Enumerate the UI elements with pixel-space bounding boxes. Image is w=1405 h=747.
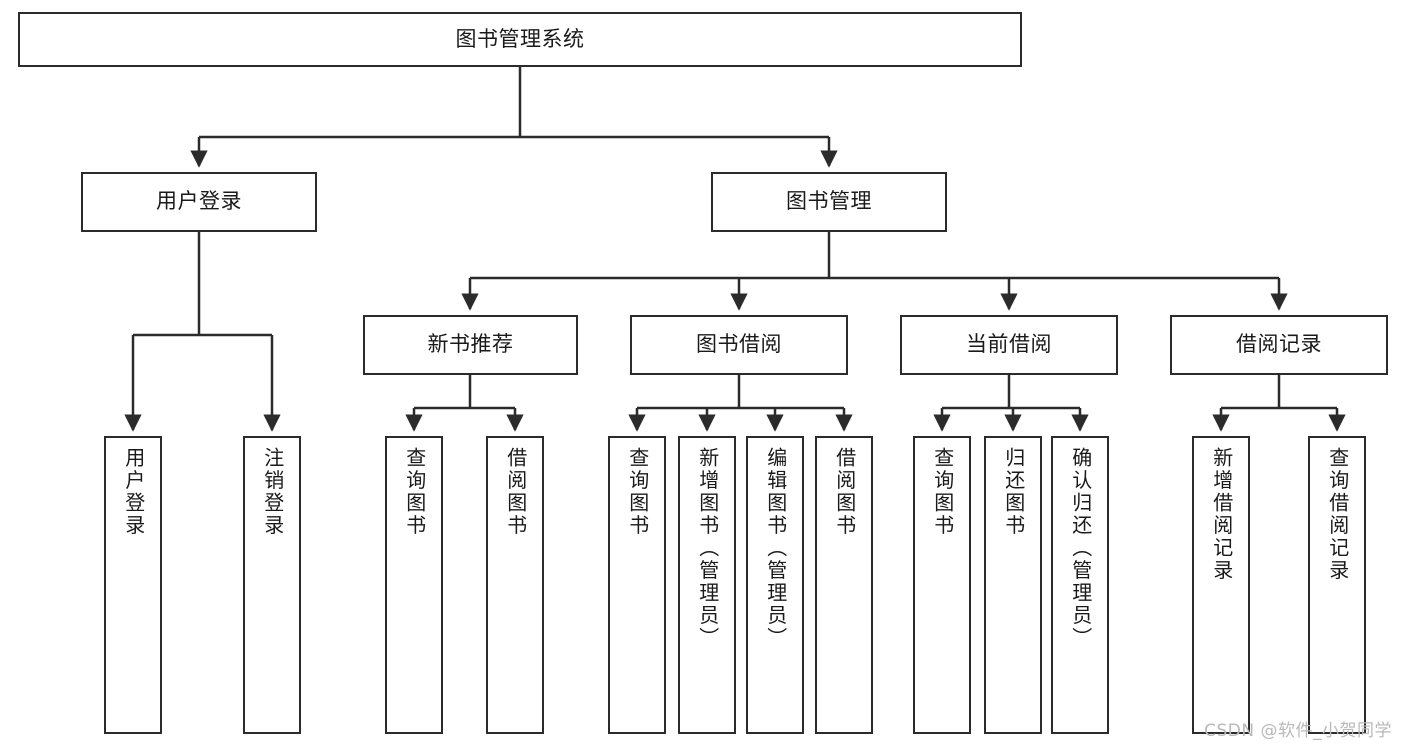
leaf-edit-book-admin-label: 编辑图书（管理员） (763, 447, 788, 650)
leaf-user-login[interactable]: 用户登录 (104, 436, 162, 734)
node-current-borrow[interactable]: 当前借阅 (900, 315, 1118, 375)
leaf-borrow-book-recommendation-label: 借阅图书 (503, 447, 528, 537)
leaf-query-borrow-record[interactable]: 查询借阅记录 (1308, 436, 1366, 734)
node-book-management[interactable]: 图书管理 (711, 172, 947, 232)
node-borrow-record-label: 借阅记录 (1236, 332, 1322, 357)
node-current-borrow-label: 当前借阅 (966, 332, 1052, 357)
leaf-edit-book-admin[interactable]: 编辑图书（管理员） (746, 436, 804, 734)
leaf-add-book-admin[interactable]: 新增图书（管理员） (678, 436, 736, 734)
leaf-logout-label: 注销登录 (260, 447, 285, 537)
leaf-add-borrow-record-label: 新增借阅记录 (1209, 447, 1234, 582)
leaf-return-book[interactable]: 归还图书 (984, 436, 1042, 734)
node-user-login[interactable]: 用户登录 (81, 172, 317, 232)
node-book-borrow[interactable]: 图书借阅 (630, 315, 848, 375)
leaf-query-book-borrow-label: 查询图书 (625, 447, 650, 537)
node-book-borrow-label: 图书借阅 (696, 332, 782, 357)
leaf-query-borrow-record-label: 查询借阅记录 (1325, 447, 1350, 582)
leaf-user-login-label: 用户登录 (121, 447, 146, 537)
node-user-login-label: 用户登录 (156, 189, 242, 214)
leaf-add-book-admin-label: 新增图书（管理员） (695, 447, 720, 650)
leaf-borrow-book-borrow[interactable]: 借阅图书 (815, 436, 873, 734)
node-book-management-label: 图书管理 (786, 189, 872, 214)
leaf-add-borrow-record[interactable]: 新增借阅记录 (1192, 436, 1250, 734)
leaf-query-book-current[interactable]: 查询图书 (913, 436, 971, 734)
leaf-confirm-return-admin[interactable]: 确认归还（管理员） (1051, 436, 1109, 734)
node-new-book-recommendation-label: 新书推荐 (427, 332, 514, 357)
node-new-book-recommendation[interactable]: 新书推荐 (363, 315, 578, 375)
leaf-query-book-current-label: 查询图书 (930, 447, 955, 537)
node-borrow-record[interactable]: 借阅记录 (1170, 315, 1388, 375)
leaf-logout[interactable]: 注销登录 (243, 436, 301, 734)
watermark: CSDN @软件_小贺同学 (1204, 721, 1392, 741)
node-root[interactable]: 图书管理系统 (18, 12, 1022, 67)
leaf-query-book-recommendation-label: 查询图书 (402, 447, 427, 537)
node-root-label: 图书管理系统 (455, 26, 585, 51)
leaf-query-book-borrow[interactable]: 查询图书 (608, 436, 666, 734)
leaf-confirm-return-admin-label: 确认归还（管理员） (1068, 447, 1093, 650)
leaf-query-book-recommendation[interactable]: 查询图书 (385, 436, 443, 734)
leaf-borrow-book-borrow-label: 借阅图书 (832, 447, 857, 537)
leaf-borrow-book-recommendation[interactable]: 借阅图书 (486, 436, 544, 734)
leaf-return-book-label: 归还图书 (1001, 447, 1026, 537)
